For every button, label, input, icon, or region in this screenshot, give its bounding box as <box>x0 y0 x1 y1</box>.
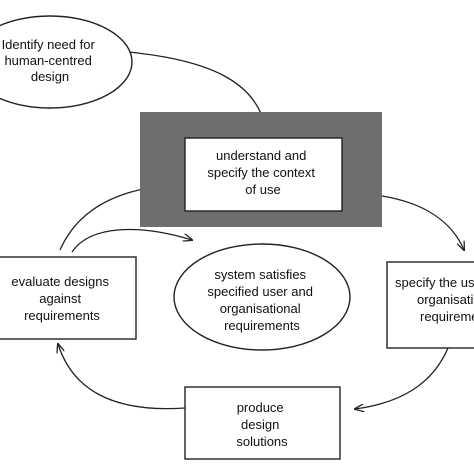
evaluate-designs-node <box>0 256 137 340</box>
identify-need-node <box>0 15 133 109</box>
system-satisfies-node <box>173 243 351 351</box>
arrow-context-to-specify <box>381 195 464 250</box>
arrow-identify-to-context <box>127 51 265 126</box>
arrow-specify-to-produce <box>355 347 449 409</box>
specify-requirements-node <box>386 261 474 349</box>
specify-requirements-label: specify the user and organisational requ… <box>395 275 474 324</box>
system-satisfies-label: system satisfies specified user and orga… <box>207 267 316 333</box>
produce-solutions-node <box>184 386 341 460</box>
context-of-use-label: understand and specify the context of us… <box>207 148 318 197</box>
arrow-produce-to-evaluate <box>58 344 186 410</box>
produce-solutions-label: produce design solutions <box>236 400 288 449</box>
arrow-evaluate-to-system-satisfies <box>71 228 192 253</box>
context-of-use-node <box>184 137 343 212</box>
evaluate-designs-label: evaluate designs against requirements <box>11 274 112 323</box>
identify-need-label: Identify need for human-centred design <box>2 37 99 84</box>
